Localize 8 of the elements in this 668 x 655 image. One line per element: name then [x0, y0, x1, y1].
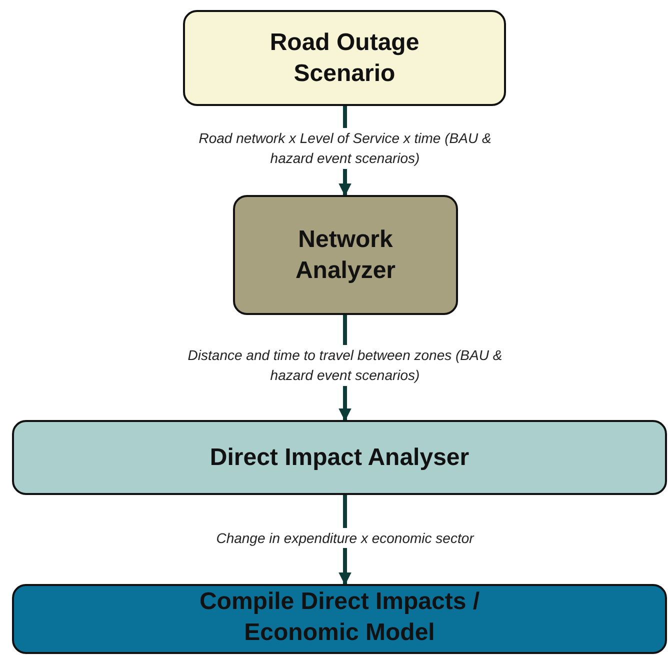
process-box [12, 420, 667, 495]
box-title: Network Analyzer [294, 224, 397, 286]
box-title: Road Outage Scenario [268, 28, 420, 89]
box-title: Direct Impact Analyser [210, 442, 470, 473]
process-box [183, 10, 506, 106]
process-box [12, 584, 667, 654]
process-box [233, 195, 458, 315]
box-title: Compile Direct Impacts / Economic Model [198, 587, 481, 648]
